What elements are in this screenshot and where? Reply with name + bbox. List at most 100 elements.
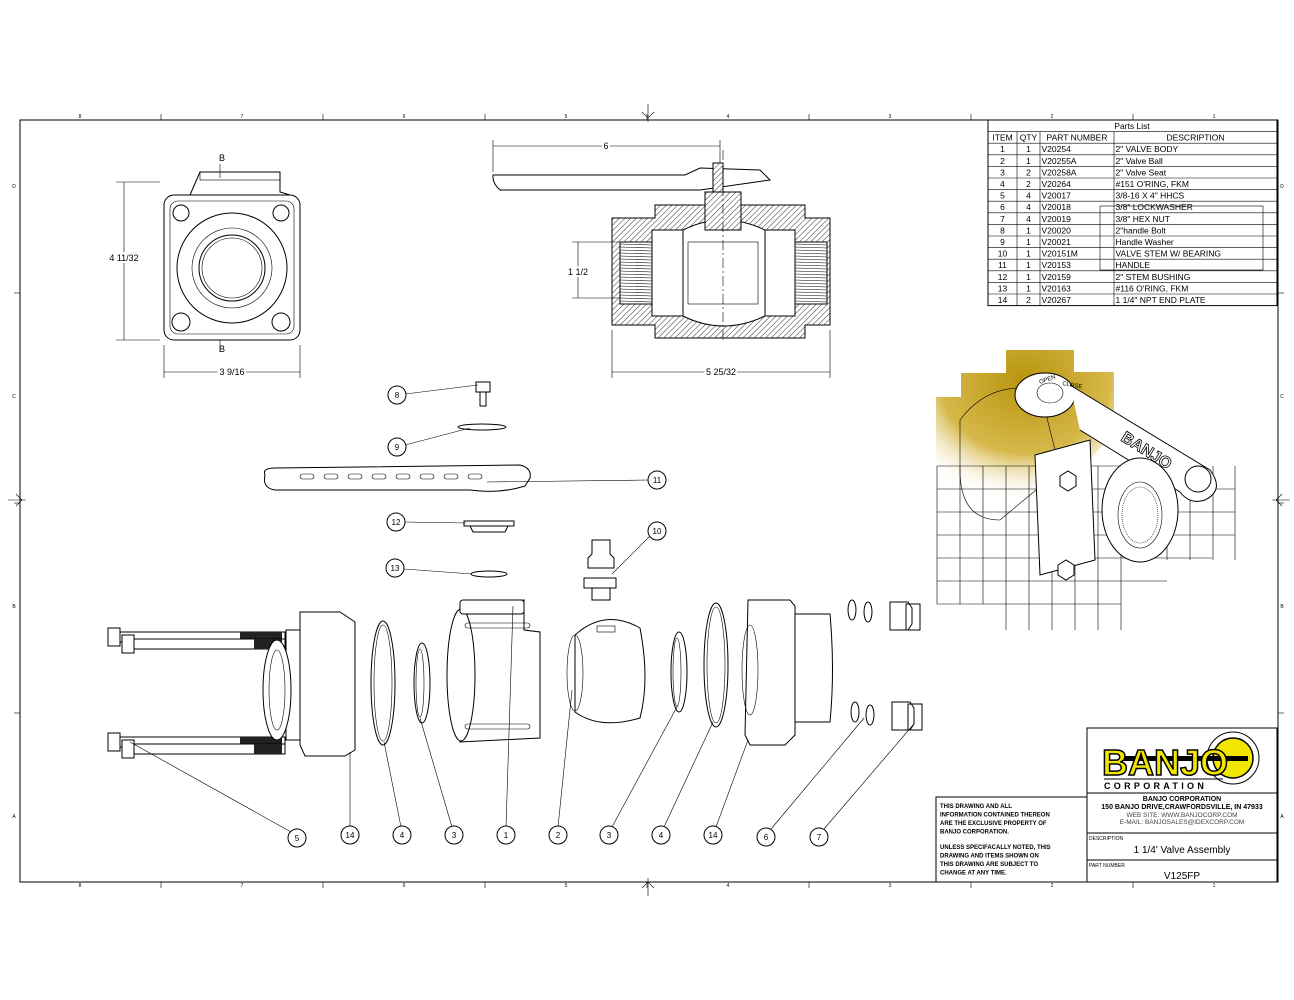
title-block: BANJO CORPORATION BANJO CORPORATION 150 …: [935, 727, 1278, 883]
item-balloon-number: 7: [817, 833, 822, 842]
item-number: 8: [1000, 225, 1005, 235]
logo-subtitle: CORPORATION: [1104, 781, 1207, 791]
item-balloon-number: 3: [607, 831, 612, 840]
item-balloon: [340, 825, 360, 845]
drawing-part-number: V125FP: [1164, 871, 1200, 882]
part-number-label: PART NUMBER: [1089, 863, 1125, 869]
item-balloon: [386, 512, 406, 532]
description: Handle Washer: [1116, 237, 1174, 247]
banjo-logo: BANJO CORPORATION: [1101, 731, 1260, 791]
valve-3d-render: BANJO OPEN CLOSE: [936, 350, 1236, 630]
company-email: E-MAIL: BANJOSALES@IDEXCORP.COM: [1120, 819, 1245, 826]
centering-arrow-icon: [641, 878, 655, 896]
item-number: 1: [1000, 144, 1005, 154]
quantity: 1: [1026, 283, 1031, 293]
company-website: WEB SITE: WWW.BANJOCORP.COM: [1126, 812, 1237, 819]
section-label-top: B: [219, 153, 225, 163]
parts-list-header: ITEM: [992, 133, 1012, 143]
part-number: V20258A: [1042, 167, 1077, 177]
zone-row-label: C: [1280, 394, 1284, 400]
part-number: V20021: [1042, 237, 1072, 247]
quantity: 1: [1026, 249, 1031, 259]
drawing-description: 1 1/4' Valve Assembly: [1134, 845, 1231, 856]
section-view: 6 1 1/2 5 25/32: [492, 139, 831, 379]
dim-height: 4 11/32: [109, 253, 138, 263]
item-balloon: [385, 558, 405, 578]
zone-column-label: 4: [727, 883, 730, 889]
top-view: B B 4 11/32 3 9/16: [107, 153, 301, 379]
bolt-shank: [133, 638, 286, 650]
notice-line: DRAWING AND ITEMS SHOWN ON: [940, 854, 1039, 860]
item-number: 4: [1000, 179, 1005, 189]
item-balloon-number: 5: [295, 834, 300, 843]
item-number: 9: [1000, 237, 1005, 247]
parts-list-row: 9 1 V20021 Handle Washer: [1000, 237, 1174, 247]
item-balloon-number: 8: [395, 391, 400, 400]
item-balloon-number: 4: [400, 831, 405, 840]
bolt-head: [121, 739, 135, 759]
description: HANDLE: [1116, 260, 1151, 270]
part-number: V20159: [1042, 272, 1072, 282]
quantity: 1: [1026, 237, 1031, 247]
description: #116 O'RING, FKM: [1116, 283, 1189, 293]
item-number: 2: [1000, 156, 1005, 166]
description: 2" VALVE BODY: [1116, 144, 1179, 154]
zone-column-label: 2: [1051, 114, 1054, 120]
item-balloon: [703, 825, 723, 845]
item-number: 7: [1000, 214, 1005, 224]
item-number: 12: [998, 272, 1008, 282]
item-balloon: [287, 828, 307, 848]
item-balloon: [651, 825, 671, 845]
zone-column-label: 2: [1051, 883, 1054, 889]
item-balloon-number: 4: [659, 831, 664, 840]
zone-column-label: 4: [727, 114, 730, 120]
zone-row-label: B: [1280, 604, 1284, 610]
quantity: 1: [1026, 260, 1031, 270]
item-balloon: [647, 521, 667, 541]
item-balloon-number: 2: [556, 831, 561, 840]
zone-column-label: 1: [1213, 114, 1216, 120]
part-number: V20020: [1042, 225, 1072, 235]
item-balloon: [647, 470, 667, 490]
item-number: 3: [1000, 167, 1005, 177]
handle-slot: [419, 473, 435, 480]
bolt-thread: [240, 737, 282, 747]
item-balloon-number: 14: [709, 831, 718, 840]
item-balloon: [548, 825, 568, 845]
item-balloon-number: 10: [653, 527, 662, 536]
part-number: V20254: [1042, 144, 1072, 154]
item-balloon-number: 14: [346, 831, 355, 840]
item-balloon-number: 13: [391, 564, 400, 573]
item-balloon-number: 6: [764, 833, 769, 842]
item-balloon: [809, 827, 829, 847]
notice-line: THIS DRAWING AND ALL: [940, 804, 1012, 810]
centering-arrow-icon: [1272, 493, 1290, 507]
zone-row-label: B: [12, 604, 16, 610]
part-number: V20151M: [1042, 249, 1078, 259]
description: #151 O'RING, FKM: [1116, 179, 1189, 189]
item-balloon-number: 1: [504, 831, 509, 840]
item-number: 13: [998, 283, 1008, 293]
drawing-border: [19, 119, 1279, 883]
item-balloon: [599, 825, 619, 845]
handle-slot: [395, 473, 411, 480]
item-number: 5: [1000, 191, 1005, 201]
zone-column-label: 6: [403, 883, 406, 889]
handle-slot: [443, 473, 459, 480]
item-balloon: [387, 385, 407, 405]
notice-line: CHANGE AT ANY TIME.: [940, 871, 1007, 877]
handle-slot: [299, 473, 315, 480]
quantity: 1: [1026, 272, 1031, 282]
part-number: V20153: [1042, 260, 1072, 270]
